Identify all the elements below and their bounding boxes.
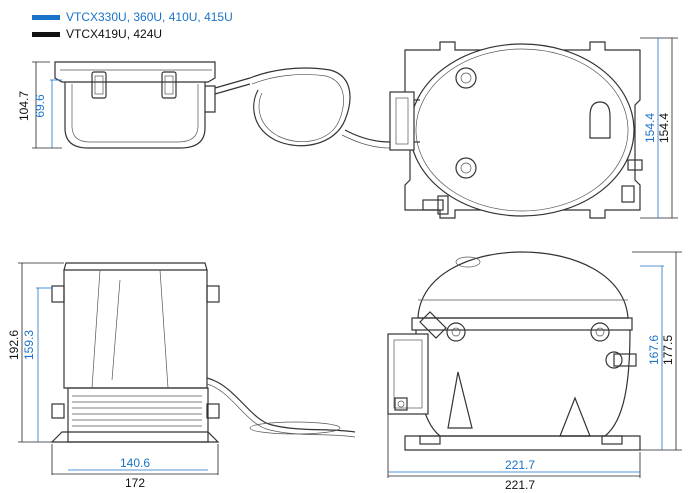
top-plan-view: [389, 41, 643, 219]
front-height-dimension: [18, 262, 64, 443]
top-right-dim-blue: 154.4: [643, 113, 657, 143]
side-dim-width-black: 221.7: [505, 478, 535, 492]
top-right-height-dimension: [640, 37, 678, 219]
front-dim-height-black: 192.6: [7, 330, 21, 360]
legend-label-black: VTCX419U, 424U: [66, 27, 163, 41]
legend-item-black: VTCX419U, 424U: [32, 27, 162, 41]
side-height-dimension: [632, 251, 682, 451]
top-left-height-dimension: [32, 61, 62, 149]
front-dim-width-black: 172: [125, 476, 145, 490]
top-side-view: [54, 61, 251, 149]
top-cable-coil: [249, 67, 391, 149]
front-dim-height-blue: 159.3: [22, 330, 36, 360]
legend-label-blue: VTCX330U, 360U, 410U, 415U: [66, 10, 233, 24]
legend-swatch-blue: [32, 14, 60, 20]
legend-swatch-black: [32, 31, 60, 37]
top-right-dim-black: 154.4: [657, 113, 671, 143]
top-left-dim-blue: 69.6: [33, 94, 47, 118]
front-view: [50, 262, 356, 443]
side-dim-width-blue: 221.7: [505, 458, 535, 472]
side-dim-height-blue: 167.6: [647, 335, 661, 365]
top-left-dim-black: 104.7: [17, 91, 31, 121]
side-width-dimension: [387, 414, 641, 478]
front-width-dimension: [51, 444, 219, 475]
legend-item-blue: VTCX330U, 360U, 410U, 415U: [32, 10, 233, 24]
side-dim-height-black: 177.5: [661, 335, 675, 365]
front-dim-width-blue: 140.6: [120, 456, 150, 470]
side-view: [387, 251, 641, 451]
